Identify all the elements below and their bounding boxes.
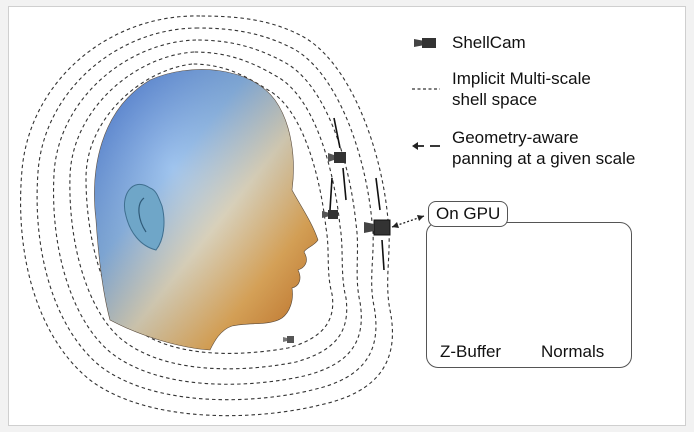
panning-arrows: [329, 117, 385, 271]
legend-panning-label: Geometry-aware panning at a given scale: [452, 127, 635, 169]
camera-icon: [328, 152, 346, 163]
shellcam-markers: [283, 152, 391, 343]
normals-label: Normals: [541, 342, 605, 361]
legend-camera-label: ShellCam: [452, 33, 526, 52]
camera-icon: [322, 210, 338, 219]
camera-icon: [283, 336, 294, 343]
legend-panning-line1: Geometry-aware: [452, 128, 579, 147]
gpu-panel-title: On GPU: [428, 201, 509, 227]
legend-shell-line1: Implicit Multi-scale: [452, 69, 591, 88]
shell-layer: [36, 27, 377, 401]
legend-panning-line2: panning at a given scale: [452, 149, 636, 168]
zbuffer-label: Z-Buffer: [440, 342, 502, 361]
shell-layer: [85, 63, 334, 354]
pan-arrow: [342, 167, 347, 201]
pan-arrow: [381, 239, 385, 271]
shell-layer: [69, 51, 348, 370]
ear-inner: [138, 197, 147, 233]
legend-shell-label: Implicit Multi-scale shell space: [452, 68, 591, 110]
gpu-panel: [426, 222, 632, 368]
ear: [124, 183, 165, 251]
camera-icon: [364, 219, 391, 236]
pan-arrow: [329, 177, 333, 211]
head-model: [94, 69, 319, 351]
shell-layer: [52, 39, 362, 385]
head-shading: [94, 69, 318, 350]
gpu-link: [391, 215, 425, 228]
legend-shell-line2: shell space: [452, 90, 538, 109]
legend-icons: [412, 38, 440, 150]
shell-layer: [20, 15, 393, 417]
pan-arrow: [333, 117, 341, 149]
camera-icon: [414, 38, 436, 48]
double-arrow-icon: [412, 142, 440, 150]
shell-space: [20, 15, 393, 417]
pan-arrow: [375, 177, 381, 211]
